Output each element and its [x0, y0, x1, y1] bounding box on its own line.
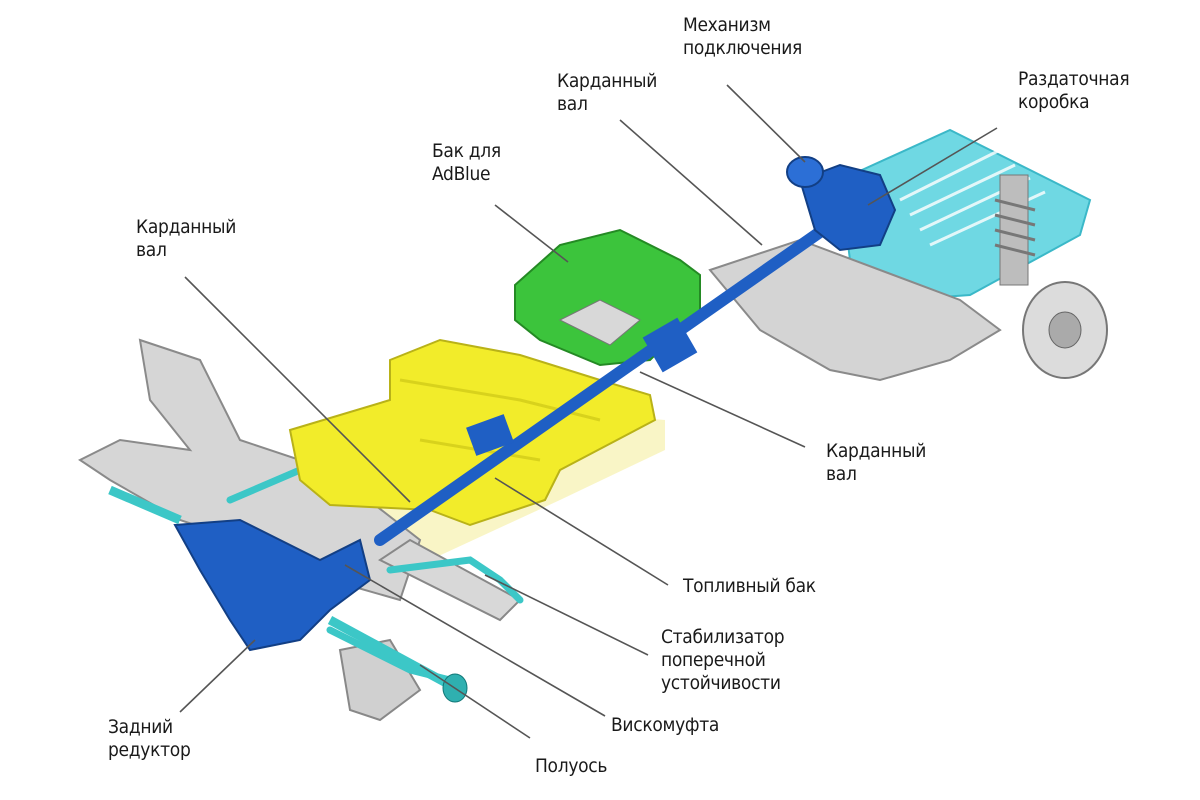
transfer-case — [798, 163, 897, 252]
driveshaft-line — [374, 219, 836, 546]
label-engagement-mechanism: Механизм подключения — [683, 14, 802, 59]
leader-engagement — [726, 84, 806, 163]
leader-driveshaft-top — [619, 119, 763, 246]
leader-stabilizer — [484, 574, 649, 656]
label-rear-differential: Задний редуктор — [108, 716, 191, 761]
label-viscous-coupling: Вискомуфта — [611, 714, 720, 736]
label-half-shaft: Полуось — [535, 755, 608, 777]
label-driveshaft-right: Карданный вал — [826, 440, 927, 485]
front-subframe — [708, 238, 1002, 382]
leader-lines — [179, 84, 998, 739]
adblue-module — [558, 299, 641, 346]
label-fuel-tank: Топливный бак — [683, 575, 816, 597]
label-driveshaft-top: Карданный вал — [557, 70, 658, 115]
leader-half-shaft — [419, 664, 531, 739]
label-stabilizer: Стабилизатор поперечной устойчивости — [661, 626, 785, 694]
leader-transfer-case — [867, 127, 998, 206]
leader-fuel-tank — [494, 477, 669, 586]
front-strut — [999, 174, 1029, 286]
leader-driveshaft-right — [639, 371, 806, 448]
engagement-mechanism — [786, 156, 824, 188]
rear-differential — [173, 518, 372, 652]
leader-driveshaft-left — [184, 276, 411, 503]
driveshaft-support — [642, 317, 698, 373]
label-transfer-case: Раздаточная коробка — [1018, 68, 1130, 113]
label-adblue-tank: Бак для AdBlue — [432, 140, 501, 185]
leader-viscous — [344, 564, 606, 717]
half-shaft-left — [108, 485, 182, 525]
leader-rear-diff — [179, 639, 256, 713]
leader-adblue — [494, 204, 569, 263]
half-shaft-right — [327, 616, 453, 689]
label-driveshaft-left: Карданный вал — [136, 216, 237, 261]
